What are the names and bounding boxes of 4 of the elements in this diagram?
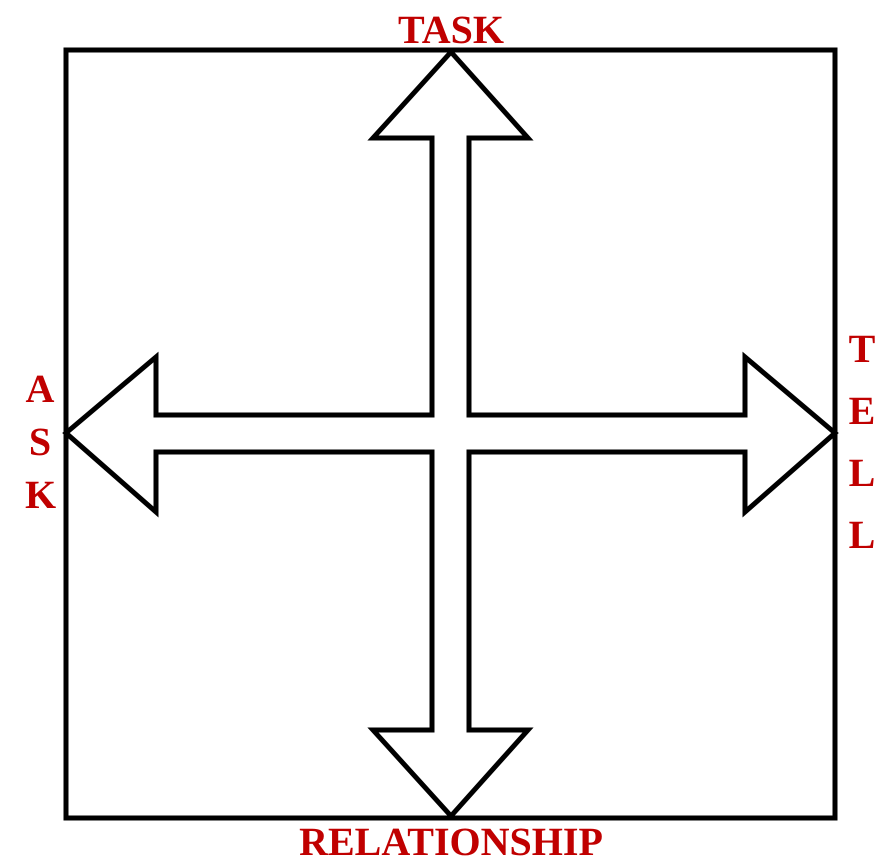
axis-label: ASK <box>25 365 55 519</box>
axis-label: TELL <box>848 325 876 559</box>
axis-label: RELATIONSHIP <box>298 820 604 862</box>
axis-label: TASK <box>397 8 505 52</box>
